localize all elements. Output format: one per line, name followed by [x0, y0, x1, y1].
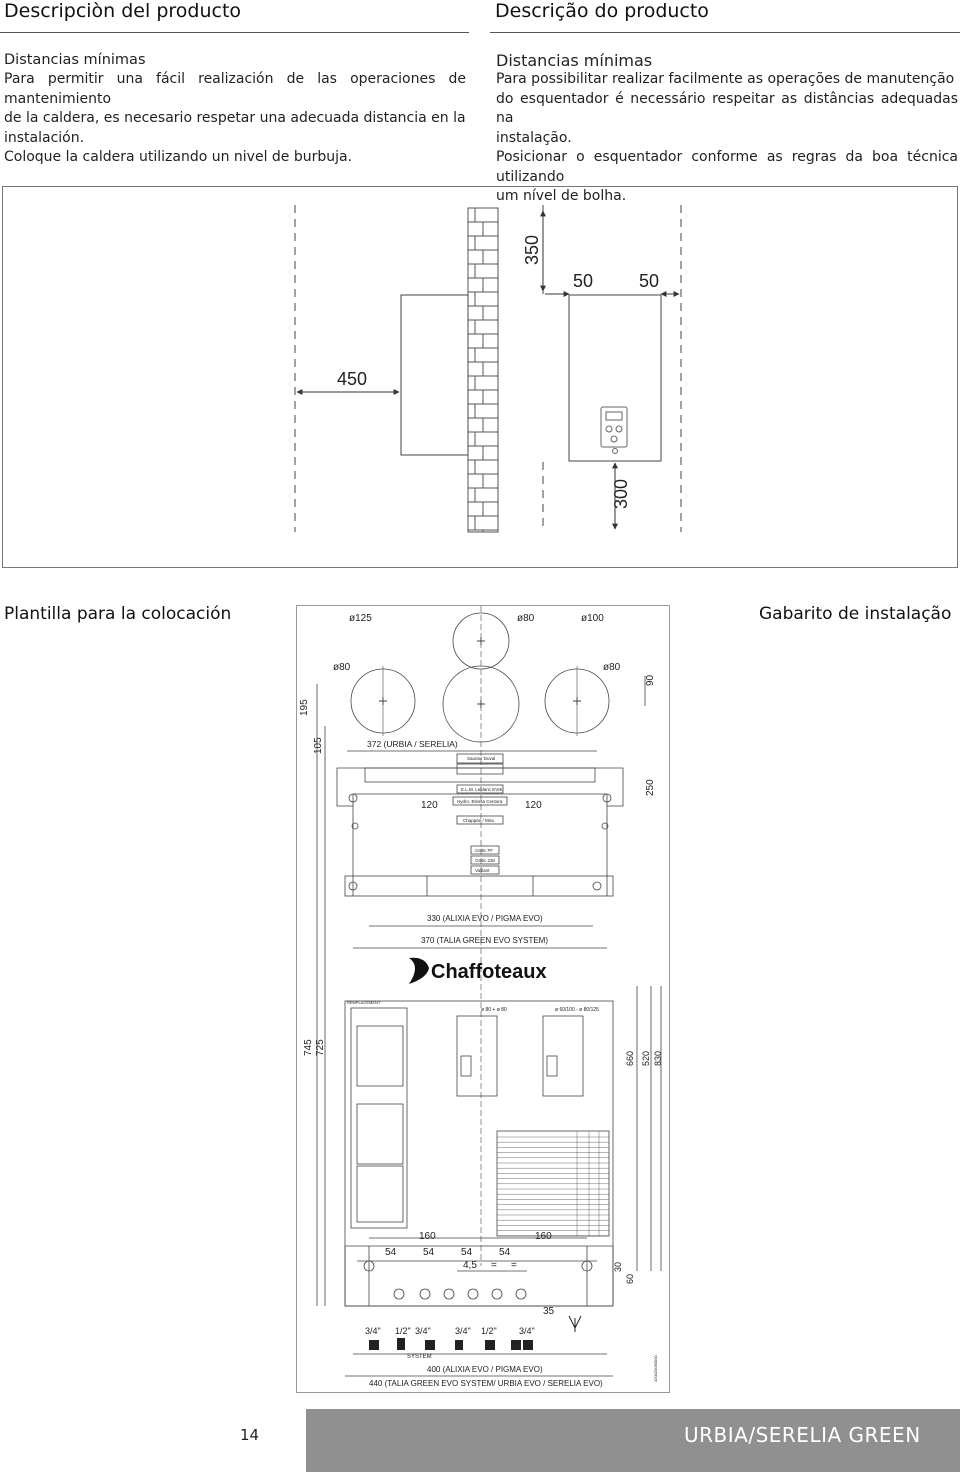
intro-pt-line: Para possibilitar realizar facilmente as…: [496, 71, 955, 87]
d80-top-label: ø80: [517, 613, 535, 624]
connection-label: 3/4": [519, 1326, 535, 1336]
dim-30-label: 30: [613, 1262, 623, 1272]
intro-pt-line: um nível de bolha.: [496, 188, 627, 204]
connection-label: 3/4": [415, 1326, 431, 1336]
dim-440-label: 440 (TALIA GREEN EVO SYSTEM/ URBIA EVO /…: [369, 1379, 603, 1388]
dim-54-label: 54: [385, 1247, 397, 1258]
dim-54-label: 54: [423, 1247, 435, 1258]
dim-520-label: 520: [641, 1051, 651, 1066]
flue-b-label: ø 60/100 - ø 80/125: [555, 1007, 599, 1013]
dim-250-label: 250: [645, 779, 656, 796]
remplacement-label: REMPLACEMENT: [347, 1000, 381, 1005]
intro-es-subtitle: Distancias mínimas: [4, 52, 146, 68]
intro-pt-line: do esquentador é necessário respeitar as…: [496, 90, 958, 127]
connection-label: 1/2": [395, 1326, 411, 1336]
clearance-right-label: 50: [639, 271, 659, 291]
label-vaillant: Vaillant: [475, 868, 490, 873]
chaffoteaux-logo-icon: [409, 957, 429, 984]
template-title-es: Plantilla para la colocación: [4, 604, 232, 624]
template-code: 420020090000: [653, 1355, 658, 1382]
dim-160-left-label: 160: [419, 1231, 436, 1242]
intro-pt-subtitle: Distancias mínimas: [496, 51, 653, 70]
dim-195-label: 195: [299, 699, 310, 716]
dim-45-label: 4,5: [463, 1260, 477, 1271]
d80-right-label: ø80: [603, 662, 621, 673]
dim-54-label: 54: [499, 1247, 511, 1258]
dim-830-label: 830: [653, 1051, 663, 1066]
d80-left-label: ø80: [333, 662, 351, 673]
dim-725-label: 725: [315, 1039, 326, 1056]
boiler-front-view: [568, 294, 662, 462]
dim-660-label: 660: [625, 1051, 635, 1066]
dim-370-label: 370 (TALIA GREEN EVO SYSTEM): [421, 936, 548, 945]
connection-label: 1/2": [481, 1326, 497, 1336]
dim-372-label: 372 (URBIA / SERELIA): [367, 739, 458, 749]
eq-label: =: [511, 1260, 517, 1271]
clearance-top-label: 350: [522, 235, 542, 265]
footer-brand: URBIA/SERELIA GREEN: [684, 1423, 921, 1447]
dim-120-right-label: 120: [525, 800, 542, 811]
intro-es: Distancias mínimas Para permitir una fác…: [4, 51, 466, 168]
dim-120-left-label: 120: [421, 800, 438, 811]
installation-template: ø125 ø80 ø100 ø80 ø80 90 195 105 372 (UR…: [296, 605, 670, 1393]
brick-wall: [467, 207, 499, 533]
left-header-rule: [0, 32, 469, 33]
dim-160-right-label: 160: [535, 1231, 552, 1242]
label-elm: E.L.M. Leblanc EVIE: [461, 787, 503, 792]
page-number: 14: [240, 1426, 260, 1444]
clearance-diagram-frame: 350 50 50 450 300: [2, 186, 958, 568]
dim-745-label: 745: [303, 1039, 314, 1056]
label-saunier: Saunier Duval: [467, 756, 495, 761]
system-label: SYSTEM: [407, 1354, 432, 1360]
connection-label: 3/4": [365, 1326, 381, 1336]
intro-es-line: Coloque la caldera utilizando un nivel d…: [4, 149, 353, 165]
intro-es-line: instalación.: [4, 129, 85, 146]
intro-pt: Distancias mínimas Para possibilitar rea…: [496, 51, 958, 207]
connection-label: 3/4": [455, 1326, 471, 1336]
label-chappee: Chappée / Mira: [463, 818, 494, 823]
flue-a-label: ø 80 + ø 80: [481, 1007, 507, 1013]
intro-pt-line: Posicionar o esquentador conforme as reg…: [496, 149, 958, 185]
dim-54-label: 54: [461, 1247, 473, 1258]
clearance-bottom-label: 300: [611, 479, 631, 509]
dim-90-label: 90: [645, 674, 656, 686]
chaffoteaux-brand: Chaffoteaux: [431, 961, 547, 983]
footer-bar: [306, 1409, 960, 1472]
installation-template-drawing: ø125 ø80 ø100 ø80 ø80 90 195 105 372 (UR…: [299, 606, 663, 1388]
right-header-title: Descrição do producto: [495, 0, 709, 22]
clearance-diagram: 350 50 50 450 300: [294, 205, 682, 533]
dim-35-label: 35: [543, 1306, 555, 1317]
clearance-front-label: 450: [337, 369, 367, 389]
dim-330-label: 330 (ALIXIA EVO / PIGMA EVO): [427, 914, 543, 923]
label-celtic-230: Celtic 230: [475, 858, 496, 863]
left-header-title: Descripciòn del producto: [4, 0, 242, 22]
intro-es-line: Para permitir una fácil realización de l…: [4, 71, 466, 107]
dim-60-label: 60: [625, 1274, 635, 1284]
dim-400-label: 400 (ALIXIA EVO / PIGMA EVO): [427, 1365, 543, 1374]
clearance-left-label: 50: [573, 271, 593, 291]
d100-label: ø100: [581, 613, 604, 624]
label-hydro: Hydro. Elessa Centora: [457, 799, 503, 804]
intro-es-line: de la caldera, es necesario respetar una…: [4, 110, 466, 126]
template-title-pt: Gabarito de instalação: [759, 604, 952, 624]
d125-label: ø125: [349, 613, 372, 624]
control-panel-icon: [600, 406, 628, 448]
right-header-rule: [490, 32, 960, 33]
label-celtic-ff: Celtic FF: [475, 848, 493, 853]
intro-pt-line: instalação.: [496, 129, 572, 146]
dim-105-label: 105: [313, 737, 324, 754]
eq-label: =: [491, 1260, 497, 1271]
boiler-side-view: [400, 294, 469, 456]
drain-icon: [568, 1315, 582, 1332]
